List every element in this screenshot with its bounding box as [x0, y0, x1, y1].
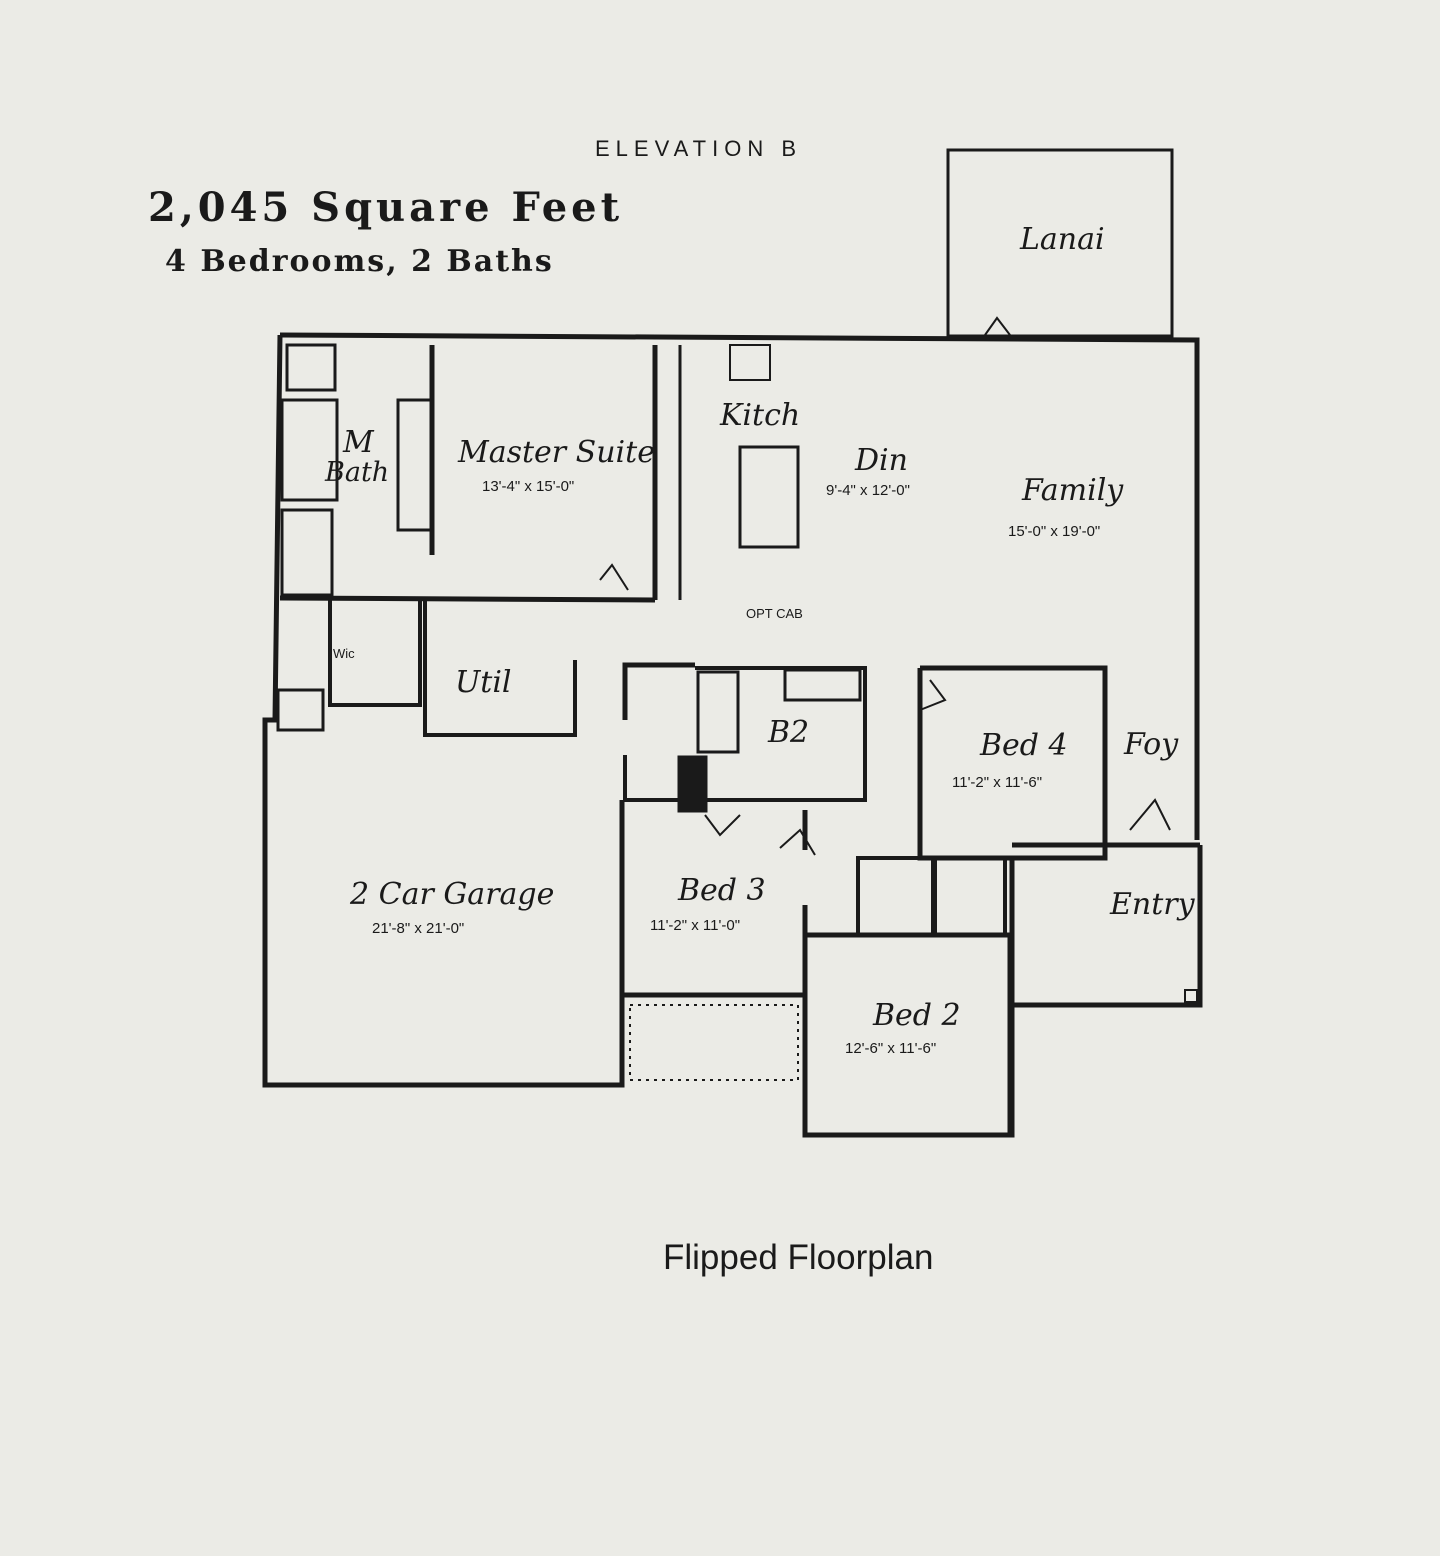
- room-label-master-bath: M: [343, 425, 374, 460]
- closet: [933, 856, 1007, 937]
- square-feet-heading: 2,045 Square Feet: [148, 184, 624, 231]
- room-label-utility: Util: [455, 665, 512, 700]
- room-dims-master-suite: 13'-4" x 15'-0": [482, 478, 575, 495]
- vanity: [396, 398, 434, 532]
- porch-hatch: [629, 1004, 799, 1081]
- elevation-label: ELEVATION B: [595, 136, 803, 161]
- room-label-garage: 2 Car Garage: [350, 877, 555, 912]
- shower: [280, 508, 334, 597]
- room-dims-dining: 9'-4" x 12'-0": [826, 482, 910, 499]
- room-label-wic: Wic: [333, 646, 355, 661]
- room-label-bed4: Bed 4: [980, 728, 1068, 763]
- bath2-walls: [623, 666, 867, 802]
- caption: Flipped Floorplan: [663, 1238, 934, 1277]
- closet: [856, 856, 935, 937]
- bed3-walls: [619, 800, 808, 998]
- bed4-walls: [917, 665, 1108, 861]
- bath2-vanity: [783, 668, 862, 702]
- room-label-lanai: Lanai: [1020, 222, 1105, 257]
- water-heater: [276, 688, 325, 732]
- door-swing: [984, 316, 1011, 336]
- room-label-entry: Entry: [1110, 887, 1195, 922]
- bath2-tub: [696, 670, 740, 754]
- kitchen-island: [738, 445, 800, 549]
- bed2-walls: [805, 932, 1013, 1135]
- linen-closet: [677, 755, 708, 813]
- door-swing: [599, 563, 629, 591]
- room-label-bath2: B2: [768, 715, 810, 750]
- room-dims-bed4: 11'-2" x 11'-6": [952, 774, 1043, 791]
- opt-cab-label: OPT CAB: [746, 606, 803, 621]
- tub: [280, 398, 339, 502]
- door-swing: [704, 814, 741, 837]
- room-label-family: Family: [1022, 473, 1124, 508]
- room-label-bed3: Bed 3: [678, 873, 766, 908]
- room-dims-family: 15'-0" x 19'-0": [1008, 523, 1101, 540]
- lanai-outline: [946, 148, 1174, 338]
- room-label-kitchen: Kitch: [720, 398, 801, 433]
- utility-walls: [423, 598, 577, 737]
- room-label-bed2: Bed 2: [873, 998, 961, 1033]
- wic-walls: [328, 598, 422, 707]
- room-dims-garage: 21'-8" x 21'-0": [372, 920, 465, 937]
- wall: [279, 595, 656, 603]
- room-dims-bed2: 12'-6" x 11'-6": [845, 1040, 937, 1057]
- wall: [622, 662, 695, 720]
- door-swing: [779, 828, 816, 856]
- toilet-closet: [285, 343, 337, 392]
- room-label-dining: Din: [855, 443, 908, 478]
- door-swing: [1129, 798, 1171, 831]
- room-label-master-bath-2: Bath: [325, 457, 390, 488]
- exterior-wall-top-right: [279, 332, 1200, 840]
- room-label-master-suite: Master Suite: [458, 435, 655, 470]
- kitchen-sink: [729, 344, 771, 381]
- door-swing: [919, 679, 947, 711]
- room-dims-bed3: 11'-2" x 11'-0": [650, 917, 741, 934]
- post: [1184, 989, 1198, 1003]
- rooms-summary: 4 Bedrooms, 2 Baths: [165, 244, 554, 279]
- room-label-foyer: Foy: [1124, 727, 1179, 762]
